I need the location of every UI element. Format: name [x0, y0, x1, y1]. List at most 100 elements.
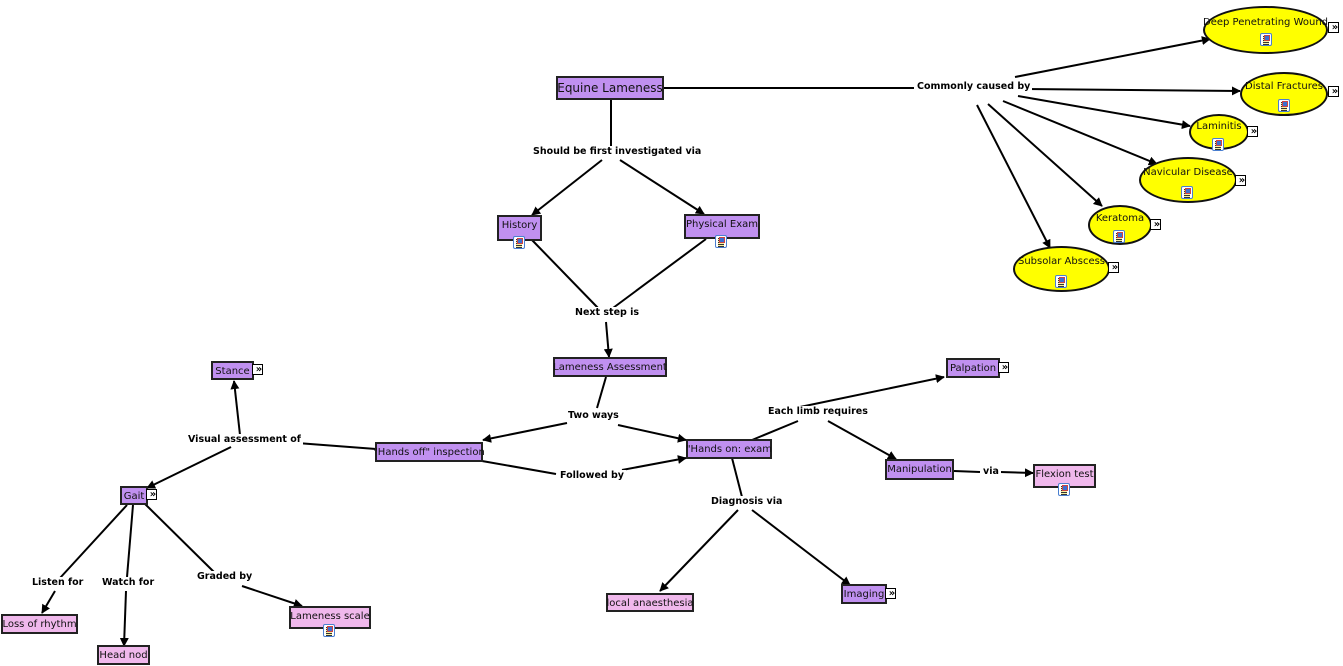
concept-label: Equine Lameness [557, 81, 663, 95]
link-visual-to-stance [230, 380, 241, 436]
concept-history[interactable]: History [497, 215, 542, 241]
document-image-icon[interactable] [323, 624, 335, 637]
concept-equine-lameness[interactable]: Equine Lameness [556, 76, 664, 100]
concept-palpation[interactable]: Palpation [946, 358, 1000, 378]
double-chevron-right-icon[interactable]: » [998, 362, 1009, 373]
double-chevron-right-icon[interactable]: » [1150, 219, 1161, 230]
link-physical-to-next-step [612, 238, 707, 309]
document-image-icon[interactable] [1113, 230, 1125, 243]
link-two-ways-to-hands-off [482, 422, 568, 443]
concept-head-nod[interactable]: Head nod [97, 645, 150, 665]
document-image-icon[interactable] [1278, 99, 1290, 112]
double-chevron-right-icon[interactable]: » [146, 489, 157, 500]
concept-lameness-assessment[interactable]: Lameness Assessment [553, 357, 667, 377]
link-graded-by-to-lameness-scale [241, 585, 303, 608]
linking-phrase-watch-for[interactable]: Watch for [100, 577, 157, 589]
link-gait-to-listen-for [59, 504, 128, 579]
concept-label: Laminitis [1196, 120, 1242, 132]
linking-phrase-visual-assessment-of[interactable]: Visual assessment of [186, 434, 303, 446]
double-chevron-right-icon[interactable]: » [1328, 22, 1339, 33]
concept-manipulation[interactable]: Manipulation [885, 459, 954, 480]
link-hands-off-to-visual [296, 442, 377, 450]
document-image-icon[interactable] [1212, 138, 1224, 151]
link-via-to-flexion [999, 468, 1034, 478]
link-hands-on-to-diagnosis [731, 457, 743, 498]
document-image-icon[interactable] [715, 235, 727, 248]
concept-gait[interactable]: Gait [120, 486, 148, 505]
document-image-icon[interactable] [513, 236, 525, 249]
concept-label: Subsolar Abscess [1017, 255, 1106, 267]
concept-label: Manipulation [887, 464, 952, 475]
link-assessment-to-two-ways [596, 376, 607, 409]
concept-label: Gait [123, 491, 145, 502]
concept-label: Head nod [99, 650, 148, 661]
double-chevron-right-icon[interactable]: » [1247, 126, 1258, 137]
document-image-icon[interactable] [1181, 186, 1193, 199]
concept-hands-on-exam[interactable]: "Hands on: exam [686, 439, 772, 459]
link-gait-to-watch-for [126, 504, 134, 578]
concept-imaging[interactable]: Imaging [841, 584, 887, 604]
link-each-limb-to-manipulation [827, 420, 897, 460]
link-first-investigated-to-physical [619, 159, 705, 215]
concept-stance[interactable]: Stance [211, 361, 254, 380]
link-gait-to-graded-by [141, 500, 216, 574]
link-watch-for-to-head-nod [119, 590, 129, 647]
linking-phrase-graded-by[interactable]: Graded by [195, 571, 255, 583]
double-chevron-right-icon[interactable]: » [885, 588, 896, 599]
link-followed-by-to-hands-on [621, 455, 687, 471]
link-hands-on-to-each-limb [751, 420, 799, 441]
linking-phrase-two-ways[interactable]: Two ways [566, 410, 621, 422]
concept-label: Stance [215, 366, 250, 377]
link-caused-by-to-distal-fractures [1024, 86, 1241, 96]
concept-label: local anaesthesia [606, 598, 694, 609]
concept-label: "Hands on: exam [685, 444, 773, 455]
concept-local-anaesthesia[interactable]: local anaesthesia [606, 593, 694, 612]
link-diagnosis-to-anaesthesia [659, 509, 739, 592]
link-caused-by-to-deep-wound [1014, 36, 1211, 78]
concept-label: Physical Exam [686, 219, 758, 230]
link-listen-for-to-loss-rhythm [41, 590, 56, 614]
linking-phrase-listen-for[interactable]: Listen for [30, 577, 86, 589]
linking-phrase-first-investigated-via[interactable]: Should be first investigated via [531, 146, 704, 158]
concept-label: "Hands off" inspection [373, 447, 485, 458]
link-caused-by-to-laminitis [1017, 95, 1191, 130]
concept-label: Navicular Disease [1143, 166, 1233, 178]
concept-distal-fractures[interactable]: Distal Fractures [1240, 72, 1328, 116]
link-two-ways-to-hands-on [617, 424, 687, 443]
concept-label: History [501, 220, 538, 231]
linking-phrase-diagnosis-via[interactable]: Diagnosis via [709, 496, 785, 508]
link-visual-to-gait [146, 446, 232, 489]
concept-label: Flexion test [1035, 469, 1094, 480]
concept-hands-off-inspection[interactable]: "Hands off" inspection [373, 442, 485, 462]
linking-phrase-next-step-is[interactable]: Next step is [573, 307, 642, 319]
linking-phrase-via[interactable]: via [981, 466, 1001, 478]
double-chevron-right-icon[interactable]: » [1235, 175, 1246, 186]
link-first-investigated-to-history [531, 159, 603, 216]
document-image-icon[interactable] [1058, 483, 1070, 496]
link-history-to-next-step [531, 239, 599, 309]
concept-deep-penetrating-wound[interactable]: Deep Penetrating Wound [1203, 6, 1328, 54]
link-caused-by-to-keratoma [987, 103, 1103, 207]
double-chevron-right-icon[interactable]: » [252, 364, 263, 375]
linking-phrase-commonly-caused-by[interactable]: Commonly caused by [915, 81, 1033, 93]
link-caused-by-to-navicular [1002, 100, 1158, 166]
double-chevron-right-icon[interactable]: » [1328, 86, 1339, 97]
concept-label: Imaging [843, 589, 885, 600]
document-image-icon[interactable] [1055, 275, 1067, 288]
concept-label: Lameness Assessment [553, 362, 667, 373]
link-manipulation-to-via [953, 470, 981, 473]
concept-label: Keratoma [1095, 212, 1145, 224]
link-caused-by-to-subsolar [976, 104, 1051, 249]
double-chevron-right-icon[interactable]: » [1108, 262, 1119, 273]
link-diagnosis-to-imaging [751, 509, 851, 586]
linking-phrase-followed-by[interactable]: Followed by [558, 470, 626, 482]
link-hands-off-to-followed-by [481, 460, 557, 475]
link-each-limb-to-palpation [799, 374, 945, 408]
document-image-icon[interactable] [1260, 33, 1272, 46]
link-next-step-to-assessment [603, 321, 613, 358]
concept-loss-of-rhythm[interactable]: Loss of rhythm [1, 614, 78, 634]
linking-phrase-each-limb-requires[interactable]: Each limb requires [766, 406, 870, 418]
concept-label: Loss of rhythm [2, 619, 77, 630]
